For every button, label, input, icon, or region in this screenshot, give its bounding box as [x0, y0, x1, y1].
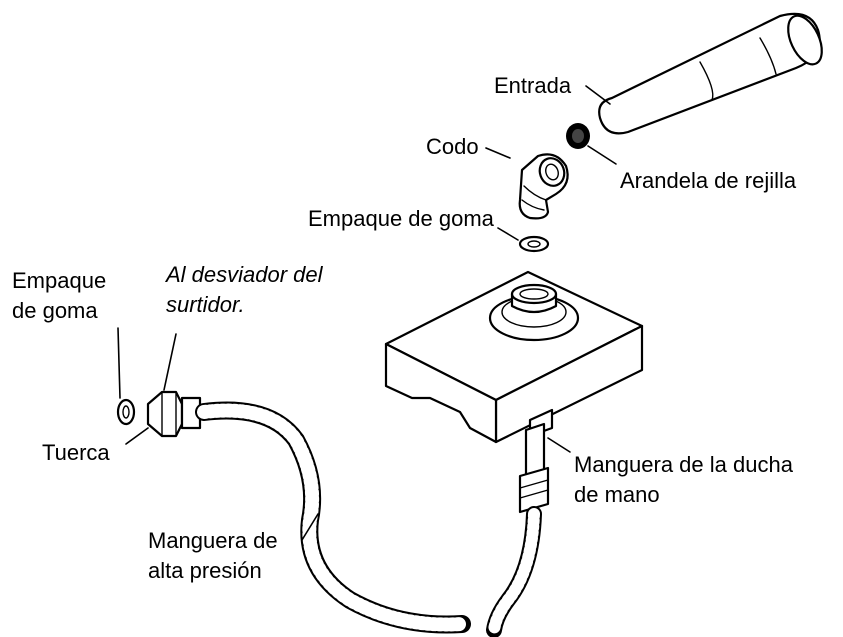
label-manguera-alta-line1: Manguera de — [148, 528, 278, 553]
elbow-part — [518, 153, 569, 220]
high-pressure-hose-part — [146, 390, 471, 634]
label-manguera-alta-line2: alta presión — [148, 558, 262, 583]
leader-tuerca — [125, 427, 149, 445]
leader-manguera-alta — [301, 513, 319, 541]
label-empaque-goma-codo: Empaque de goma — [308, 206, 494, 231]
screen-washer-part — [566, 123, 590, 149]
label-desviador-line2: surtidor. — [166, 292, 245, 317]
leader-desviador — [163, 333, 177, 391]
mounting-block-part — [384, 270, 644, 444]
label-codo: Codo — [426, 134, 479, 159]
hand-shower-part — [598, 12, 823, 135]
label-tuerca: Tuerca — [42, 440, 110, 465]
label-manguera-ducha-line1: Manguera de la ducha — [574, 452, 793, 477]
leader-empaque-left — [117, 327, 121, 399]
label-entrada: Entrada — [494, 73, 572, 98]
label-manguera-ducha-line2: de mano — [574, 482, 660, 507]
hand-shower-hose-part — [486, 422, 550, 637]
rubber-gasket-elbow-part — [518, 235, 550, 253]
leader-lines — [117, 85, 617, 541]
leader-manguera-ducha — [547, 437, 571, 453]
rubber-gasket-left-part — [116, 398, 136, 426]
label-empaque-goma-left-line2: de goma — [12, 298, 98, 323]
leader-arandela — [587, 145, 617, 165]
leader-codo — [485, 147, 511, 159]
label-desviador-line1: Al desviador del — [166, 262, 323, 287]
label-empaque-goma-left-line1: Empaque — [12, 268, 107, 293]
label-arandela-rejilla: Arandela de rejilla — [620, 168, 797, 193]
leader-entrada — [585, 85, 611, 105]
leader-empaque-codo — [497, 227, 519, 241]
